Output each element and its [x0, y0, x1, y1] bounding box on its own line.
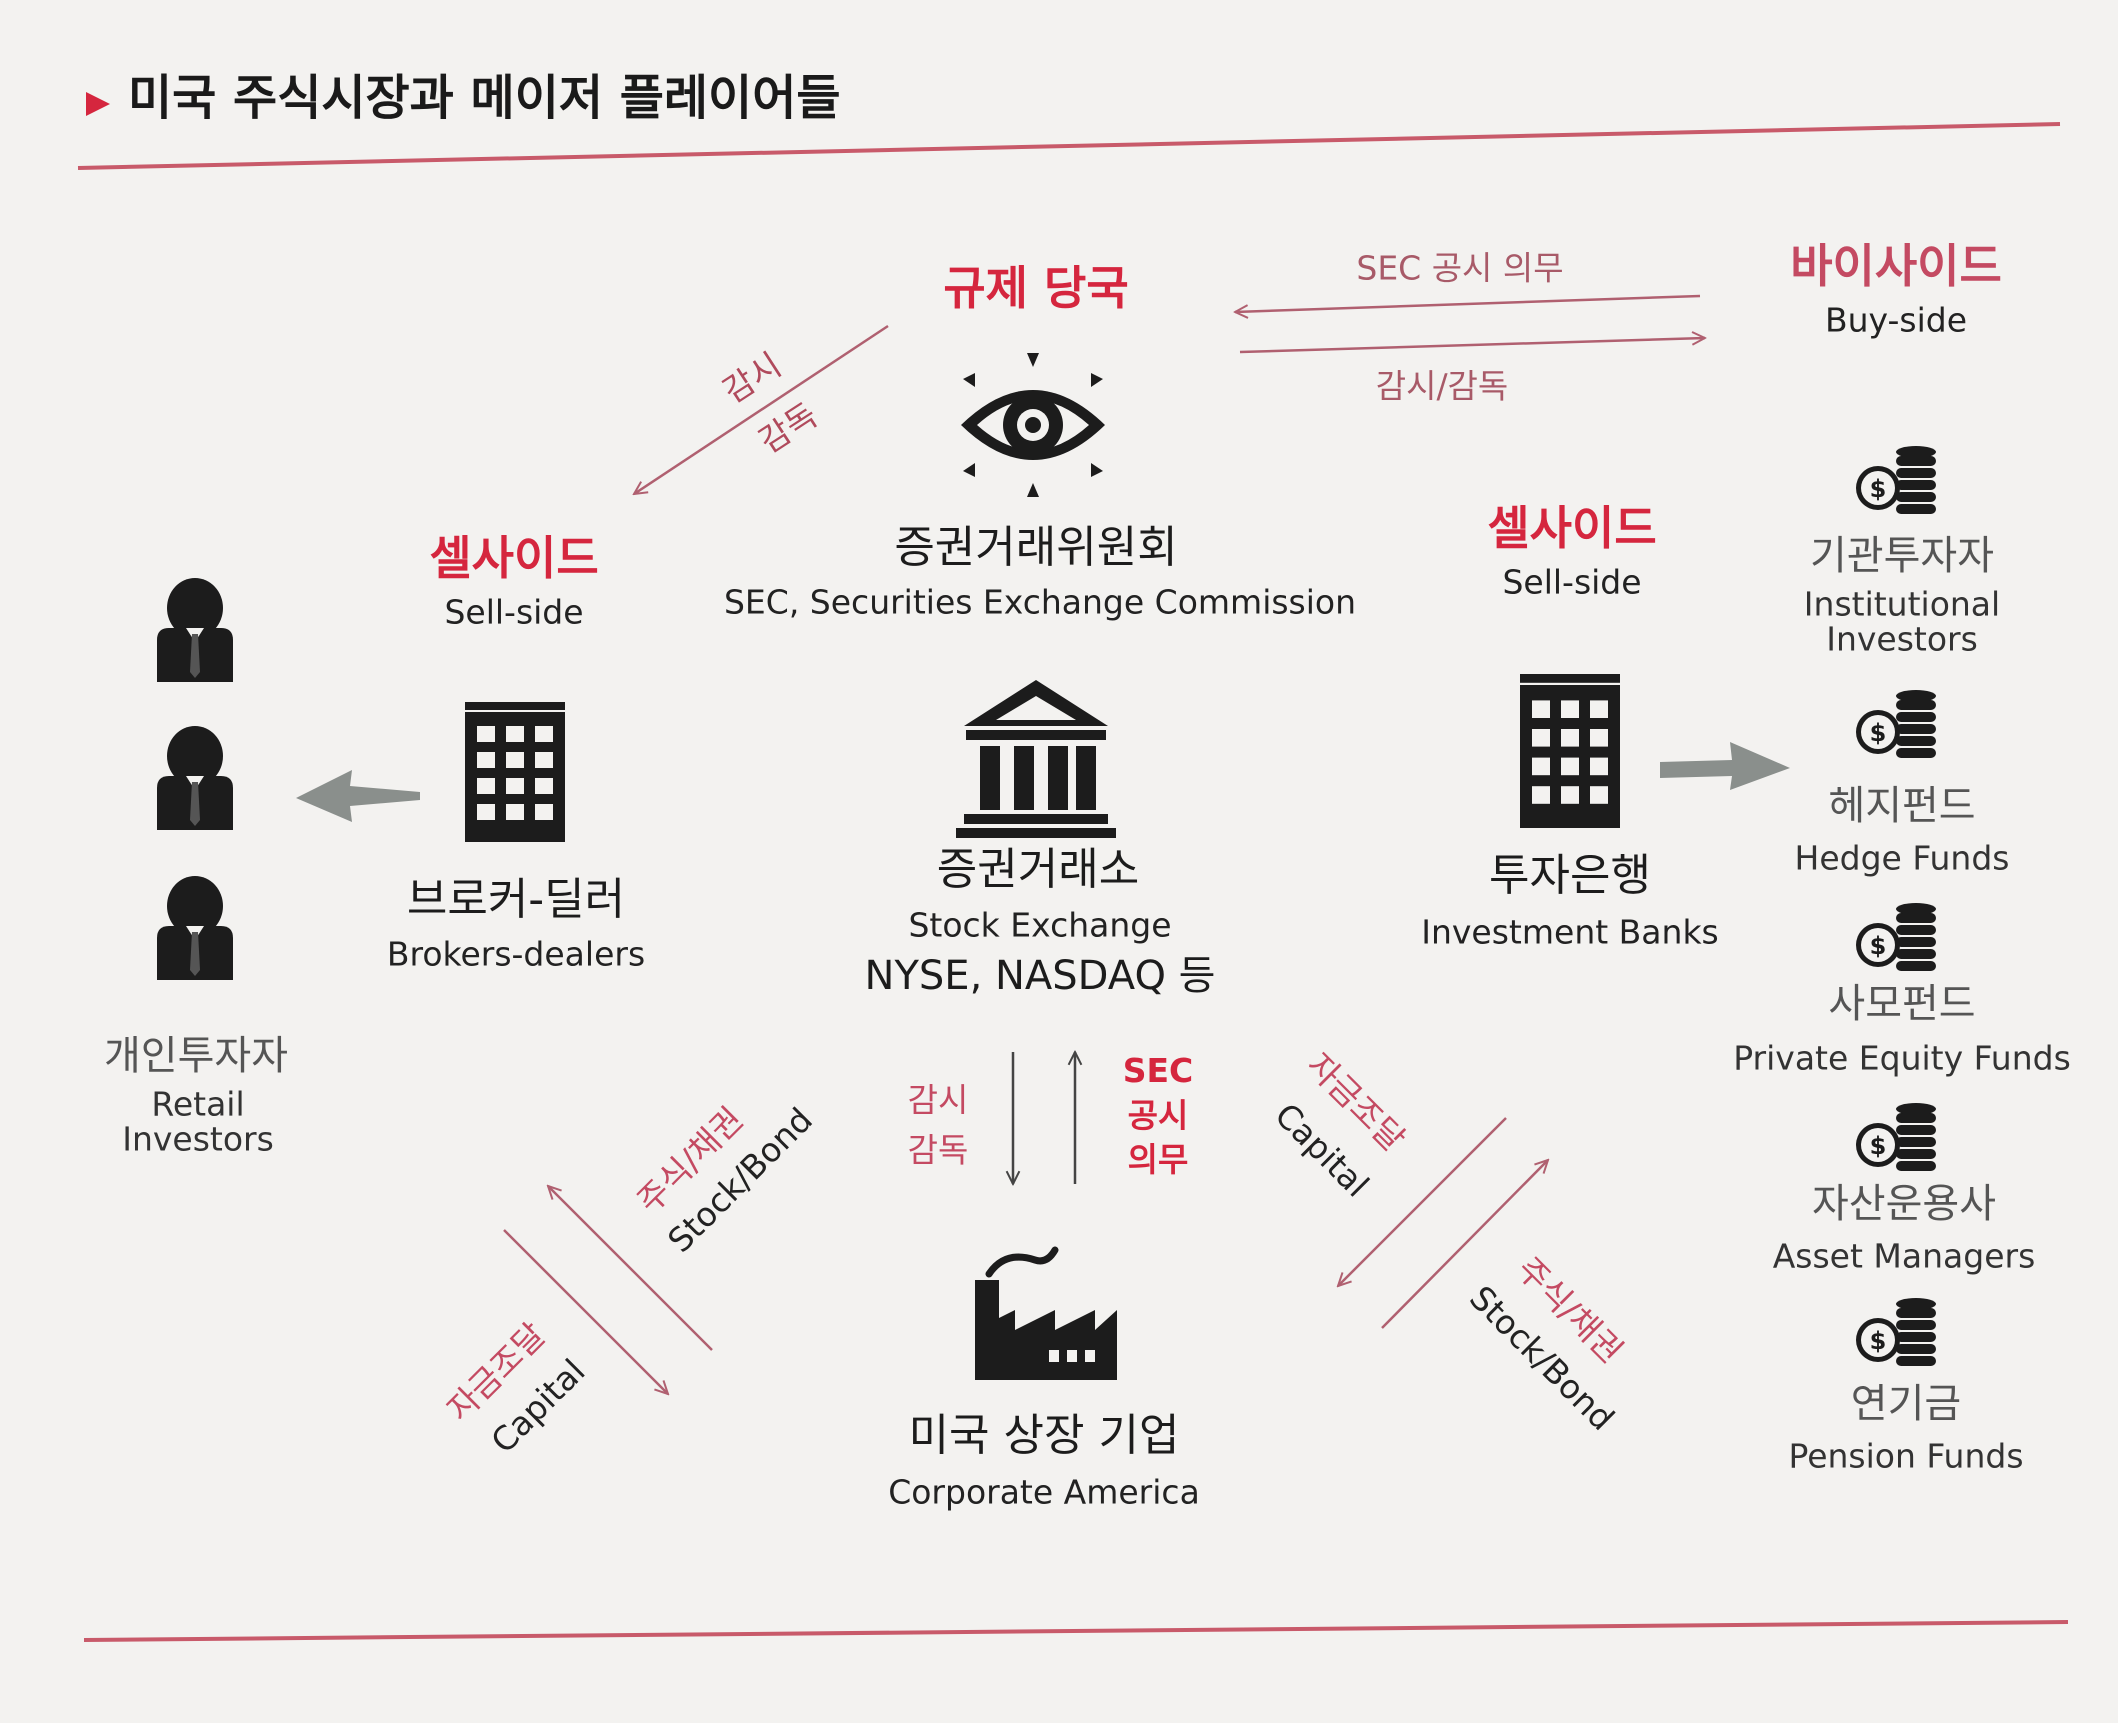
sell-side-right-label-en: Sell-side	[1502, 562, 1642, 602]
monitor-label: 감시	[907, 1080, 969, 1120]
sec-name-en: SEC, Securities Exchange Commission	[723, 582, 1357, 622]
broker-dealer-en: Brokers-dealers	[386, 934, 646, 974]
stock-bond-left-arrow	[548, 1186, 713, 1351]
buy-side-item-kr: 헤지펀드	[1828, 783, 1976, 829]
broker-to-retail-arrow	[296, 770, 420, 822]
regulator-to-sellside-arrow	[634, 324, 889, 494]
sell-side-right-label-kr: 셀사이드	[1487, 501, 1657, 555]
bottom-divider	[83, 1620, 2069, 1642]
broker-dealer-kr: 브로커-딜러	[406, 874, 626, 925]
retail-en: Retail Investors	[122, 1084, 274, 1158]
coin-icon	[1856, 690, 1936, 758]
person-icon	[157, 726, 233, 830]
buy-side-item-kr: 기관투자자	[1810, 533, 1994, 579]
bank-to-buyside-arrow	[1660, 742, 1790, 790]
coin-icon	[1856, 446, 1936, 514]
sell-side-left-label-kr: 셀사이드	[429, 531, 599, 585]
monitor-supervise-label: 감시/감독	[1375, 366, 1509, 406]
buy-side-item-en: Asset Managers	[1772, 1236, 2036, 1276]
bank-icon	[956, 680, 1116, 838]
exchange-en: Stock Exchange	[908, 905, 1172, 945]
retail-kr: 개인투자자	[104, 1033, 288, 1079]
monitor-supervise-arrow	[1239, 338, 1705, 354]
capital-right-arrow	[1338, 1117, 1507, 1286]
coin-icon	[1856, 903, 1936, 971]
eye-icon	[961, 353, 1105, 497]
sec-disclosure-label: SEC 공시 의무	[1356, 248, 1564, 288]
investment-bank-building-icon	[1520, 674, 1620, 828]
broker-building-icon	[465, 702, 565, 842]
coin-icon	[1856, 1103, 1936, 1171]
buy-side-label-en: Buy-side	[1824, 300, 1968, 340]
buy-side-item-kr: 사모펀드	[1828, 981, 1976, 1027]
title-bullet-icon	[86, 92, 110, 116]
sec-disclosure-arrow	[1235, 294, 1701, 312]
investment-bank-kr: 투자은행	[1489, 850, 1651, 901]
person-icon	[157, 876, 233, 980]
capital-left-arrow	[503, 1229, 668, 1394]
buy-side-item-kr: 연기금	[1850, 1381, 1962, 1427]
buy-side-label-kr: 바이사이드	[1790, 239, 2002, 293]
buy-side-item-kr: 자산운용사	[1812, 1181, 1996, 1227]
corporate-en: Corporate America	[888, 1472, 1200, 1512]
sec-name-kr: 증권거래위원회	[894, 522, 1178, 573]
coin-icon	[1856, 1298, 1936, 1366]
top-divider	[77, 122, 2061, 170]
buy-side-item-en: Pension Funds	[1788, 1436, 2024, 1476]
exchange-kr: 증권거래소	[936, 844, 1140, 895]
page-title: 미국 주식시장과 메이저 플레이어들	[128, 70, 841, 126]
exchange-examples: NYSE, NASDAQ 등	[864, 953, 1216, 999]
factory-icon	[975, 1246, 1117, 1380]
sell-side-left-label-en: Sell-side	[444, 592, 584, 632]
sec-disclosure-vertical-label: SEC 공시 의무	[1122, 1051, 1194, 1180]
person-icon	[157, 578, 233, 682]
investment-bank-en: Investment Banks	[1421, 912, 1719, 952]
corporate-kr: 미국 상장 기업	[908, 1410, 1180, 1461]
supervise-label: 감독	[907, 1130, 969, 1170]
stock-bond-right-arrow	[1381, 1160, 1548, 1329]
buy-side-item-en: Private Equity Funds	[1733, 1038, 2071, 1078]
buy-side-item-en: Hedge Funds	[1794, 838, 2010, 878]
buy-side-item-en: Institutional Investors	[1803, 584, 2001, 658]
regulator-label: 규제 당국	[943, 261, 1129, 315]
